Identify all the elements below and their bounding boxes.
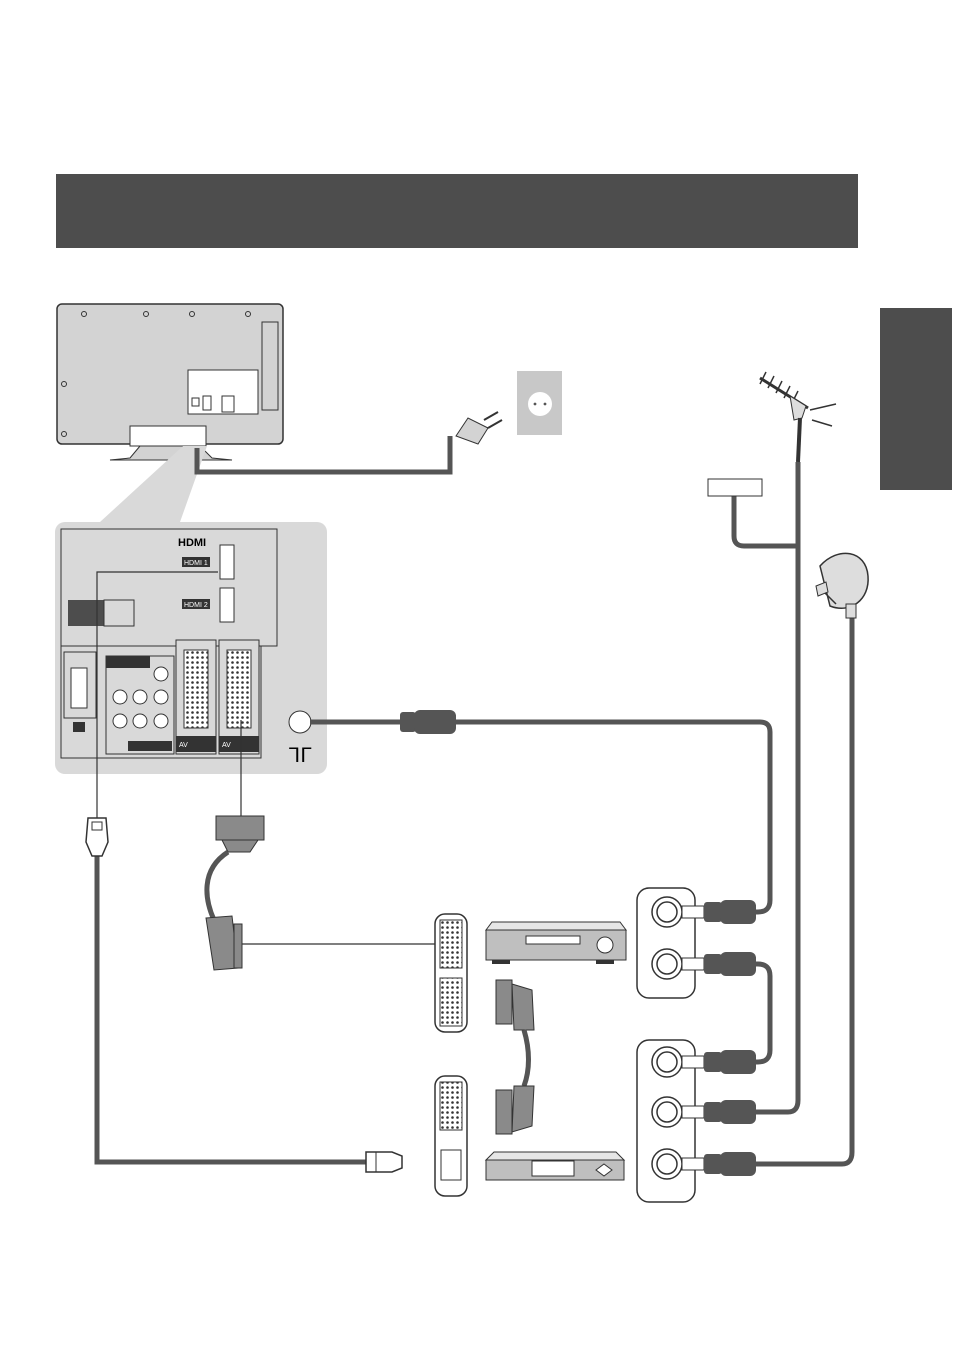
scart-plug-tv-side	[215, 815, 265, 853]
rf-symbol: ᒣᒥ	[288, 745, 312, 767]
scart-cable-1	[204, 849, 230, 922]
hdmi1-label: HDMI 1	[184, 560, 208, 567]
hdmi-cable	[94, 856, 366, 1165]
hdmi-guide-line	[96, 571, 218, 820]
vcr-device	[485, 921, 627, 964]
power-plug-illustration	[455, 411, 503, 445]
av2-label: AV	[222, 742, 231, 749]
vcr-scart-panel	[434, 913, 468, 1033]
rf-plug-tv	[400, 710, 456, 734]
section-tab	[880, 308, 952, 490]
cable-label-box	[707, 478, 763, 497]
title-bar	[56, 174, 858, 248]
rf-plug-recorder-3	[681, 1152, 756, 1176]
power-cable	[194, 436, 453, 475]
rf-plug-recorder-2	[681, 1100, 756, 1124]
scart-plug-vcr-side	[205, 915, 243, 971]
rf-plug-vcr-out	[681, 952, 756, 976]
hdmi-logo: HDMI	[178, 537, 206, 549]
hdmi2-label: HDMI 2	[184, 602, 208, 609]
recorder-rf-panel	[636, 1039, 696, 1203]
scart-cable-2	[495, 979, 535, 1135]
av1-label: AV	[179, 742, 188, 749]
aerial-icon	[759, 371, 837, 463]
rf-cables	[310, 462, 855, 1167]
hdmi-plug-recorder-side	[365, 1151, 403, 1173]
connector-panel: HDMI HDMI 1 HDMI 2 AV AV ᒣᒥ	[55, 522, 327, 774]
tv-rear-illustration	[56, 303, 284, 461]
recorder-rear-panel	[434, 1075, 468, 1197]
vcr-rf-panel	[636, 887, 696, 999]
rf-plug-recorder-1	[681, 1050, 756, 1074]
satellite-dish-icon	[815, 552, 869, 619]
rf-plug-vcr-in	[681, 900, 756, 924]
recorder-device	[484, 1151, 626, 1181]
zoom-funnel	[100, 446, 207, 522]
wall-socket-illustration	[517, 371, 562, 435]
hdmi-plug-tv-side	[85, 817, 109, 857]
